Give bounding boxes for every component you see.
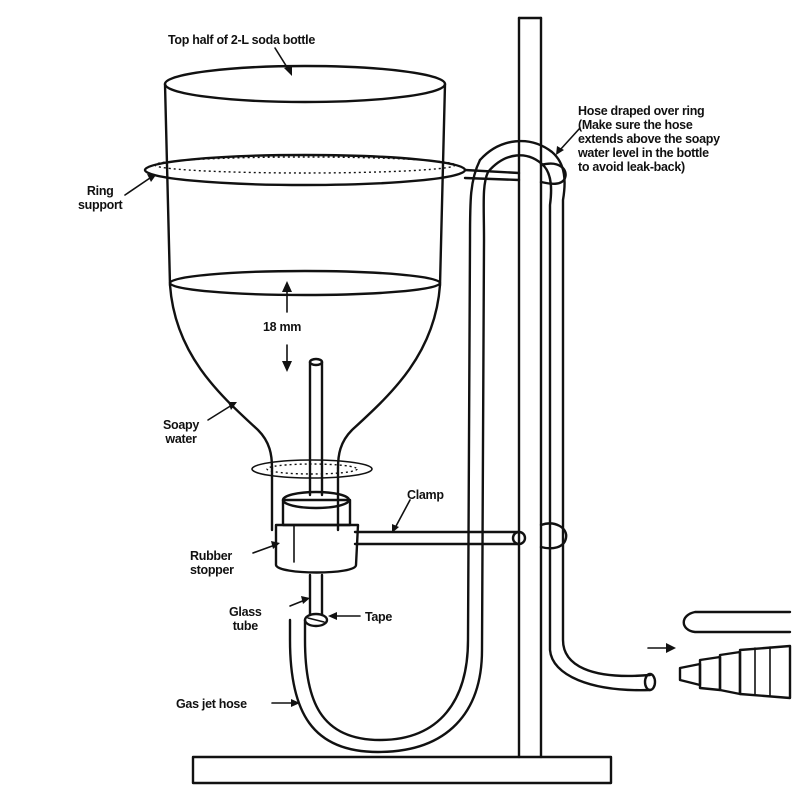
label-soapy-water: Soapy water — [163, 418, 199, 446]
label-rubber-stopper-line2: stopper — [190, 563, 234, 577]
stand-rod — [517, 16, 543, 759]
label-gas-jet-hose: Gas jet hose — [176, 697, 247, 711]
label-hose-draped-line3: extends above the soapy — [578, 132, 720, 146]
clamp — [353, 522, 568, 550]
label-hose-draped-line2: (Make sure the hose — [578, 118, 693, 132]
label-glass-tube-line1: Glass — [229, 605, 262, 619]
leader-arrows — [124, 47, 676, 707]
label-ring-support: Ring support — [78, 184, 123, 212]
label-rubber-stopper: Rubber stopper — [190, 549, 234, 577]
gas-jet-hose — [288, 158, 490, 754]
label-distance: 18 mm — [263, 320, 302, 334]
hose-right — [478, 139, 657, 692]
label-hose-draped-line4: water level in the bottle — [578, 146, 709, 160]
label-hose-draped-line5: to avoid leak-back) — [578, 160, 685, 174]
soda-bottle — [163, 64, 447, 532]
gas-nozzle — [678, 610, 792, 700]
label-ring-support-line1: Ring — [86, 184, 114, 198]
label-rubber-stopper-line1: Rubber — [190, 549, 232, 563]
label-soapy-water-line1: Soapy — [163, 418, 200, 432]
label-glass-tube: Glass tube — [229, 605, 262, 633]
label-soapy-water-line2: water — [165, 432, 197, 446]
label-hose-draped-line1: Hose draped over ring — [578, 104, 705, 118]
rubber-stopper — [274, 490, 360, 574]
stand-base — [191, 755, 613, 785]
glass-tube — [303, 357, 329, 628]
label-ring-support-line2: support — [78, 198, 123, 212]
label-hose-draped: Hose draped over ring (Make sure the hos… — [578, 104, 778, 174]
label-clamp: Clamp — [407, 488, 444, 502]
soapy-water-surface — [168, 269, 442, 297]
label-glass-tube-line2: tube — [232, 619, 258, 633]
label-top-bottle: Top half of 2-L soda bottle — [168, 33, 315, 47]
label-tape: Tape — [365, 610, 393, 624]
